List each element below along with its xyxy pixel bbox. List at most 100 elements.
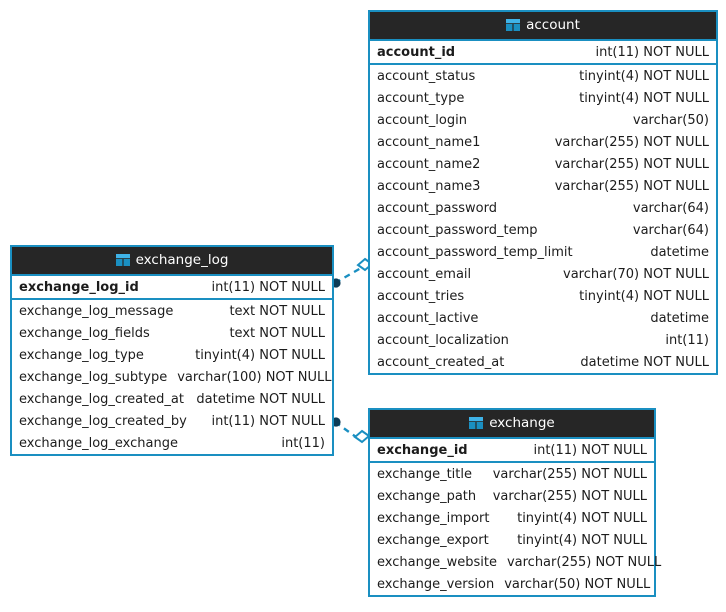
table-row: account_name3 varchar(255) NOT NULL [370, 175, 716, 197]
column-type: datetime NOT NULL [580, 354, 709, 370]
column-name: exchange_path [377, 488, 477, 504]
column-type: varchar(100) NOT NULL [177, 369, 332, 385]
table-icon [469, 417, 484, 429]
table-row: account_created_at datetime NOT NULL [370, 351, 716, 373]
table-row: account_type tinyint(4) NOT NULL [370, 87, 716, 109]
column-type: varchar(64) [632, 200, 709, 216]
column-name: account_email [377, 266, 472, 282]
column-name: exchange_version [377, 576, 495, 592]
table-row: exchange_log_subtype varchar(100) NOT NUL… [12, 366, 332, 388]
column-name: account_lactive [377, 310, 479, 326]
column-name: exchange_log_subtype [19, 369, 168, 385]
entity-table-exchange-log[interactable]: exchange_log exchange_log_id int(11) NOT… [10, 245, 334, 456]
table-row: account_password_temp_limit datetime [370, 241, 716, 263]
entity-title-exchange-log: exchange_log [135, 252, 229, 268]
table-row: account_name1 varchar(255) NOT NULL [370, 131, 716, 153]
column-type: varchar(255) NOT NULL [506, 554, 662, 570]
primary-key-row-exchange: exchange_id int(11) NOT NULL [370, 439, 654, 463]
column-name: exchange_log_message [19, 303, 174, 319]
column-name: account_localization [377, 332, 509, 348]
table-row: exchange_export tinyint(4) NOT NULL [370, 529, 654, 551]
entity-header-account: account [370, 12, 716, 41]
table-row: account_name2 varchar(255) NOT NULL [370, 153, 716, 175]
table-row: account_password_temp varchar(64) [370, 219, 716, 241]
column-type: varchar(64) [632, 222, 709, 238]
column-name: exchange_id [377, 442, 468, 458]
column-name: account_name3 [377, 178, 481, 194]
column-list-exchange: exchange_title varchar(255) NOT NULL exch… [370, 463, 661, 595]
table-row: exchange_log_created_by int(11) NOT NULL [12, 410, 332, 432]
column-name: exchange_title [377, 466, 472, 482]
column-type: int(11) NOT NULL [595, 44, 709, 60]
column-type: int(11) NOT NULL [211, 413, 325, 429]
relationship-exchange-log-account [331, 257, 374, 288]
column-name: account_status [377, 68, 476, 84]
column-type: tinyint(4) NOT NULL [195, 347, 325, 363]
column-type: varchar(255) NOT NULL [492, 488, 647, 504]
entity-header-exchange-log: exchange_log [12, 247, 332, 276]
column-type: datetime [650, 244, 709, 260]
column-type: int(11) NOT NULL [211, 279, 325, 295]
column-type: varchar(50) NOT NULL [504, 576, 651, 592]
table-row: exchange_website varchar(255) NOT NULL [370, 551, 661, 573]
column-name: account_tries [377, 288, 465, 304]
column-name: exchange_website [377, 554, 497, 570]
column-name: account_login [377, 112, 467, 128]
column-name: account_password_temp [377, 222, 538, 238]
column-name: account_name2 [377, 156, 481, 172]
column-name: exchange_import [377, 510, 490, 526]
column-name: exchange_log_exchange [19, 435, 178, 451]
column-type: varchar(255) NOT NULL [554, 156, 709, 172]
column-type: varchar(255) NOT NULL [492, 466, 647, 482]
entity-title-account: account [526, 17, 580, 33]
table-row: account_password varchar(64) [370, 197, 716, 219]
primary-key-row-account: account_id int(11) NOT NULL [370, 41, 716, 65]
column-name: account_created_at [377, 354, 505, 370]
column-type: int(11) NOT NULL [533, 442, 647, 458]
column-name: account_password_temp_limit [377, 244, 573, 260]
table-row: exchange_log_exchange int(11) [12, 432, 332, 454]
column-type: tinyint(4) NOT NULL [517, 510, 647, 526]
column-name: account_name1 [377, 134, 481, 150]
table-row: account_login varchar(50) [370, 109, 716, 131]
column-type: varchar(255) NOT NULL [554, 134, 709, 150]
column-type: int(11) [665, 332, 709, 348]
column-name: account_password [377, 200, 498, 216]
table-row: exchange_title varchar(255) NOT NULL [370, 463, 654, 485]
table-icon [506, 19, 521, 31]
column-name: exchange_log_created_by [19, 413, 187, 429]
column-type: text NOT NULL [229, 303, 325, 319]
primary-key-row-exchange-log: exchange_log_id int(11) NOT NULL [12, 276, 332, 300]
relationship-line [334, 266, 362, 285]
relationship-line [334, 421, 357, 438]
column-type: tinyint(4) NOT NULL [579, 288, 709, 304]
column-name: account_type [377, 90, 465, 106]
table-row: account_email varchar(70) NOT NULL [370, 263, 716, 285]
open-diamond-marker [353, 429, 371, 444]
column-type: varchar(70) NOT NULL [563, 266, 709, 282]
table-row: account_tries tinyint(4) NOT NULL [370, 285, 716, 307]
column-name: account_id [377, 44, 456, 60]
column-type: datetime NOT NULL [196, 391, 325, 407]
entity-title-exchange: exchange [489, 415, 555, 431]
column-type: varchar(50) [632, 112, 709, 128]
column-name: exchange_export [377, 532, 489, 548]
column-type: tinyint(4) NOT NULL [579, 90, 709, 106]
entity-header-exchange: exchange [370, 410, 654, 439]
column-type: varchar(255) NOT NULL [554, 178, 709, 194]
table-row: exchange_log_message text NOT NULL [12, 300, 332, 322]
column-type: int(11) [281, 435, 325, 451]
column-type: text NOT NULL [229, 325, 325, 341]
entity-table-exchange[interactable]: exchange exchange_id int(11) NOT NULL ex… [368, 408, 661, 597]
entity-table-account[interactable]: account account_id int(11) NOT NULL acco… [368, 10, 718, 375]
table-row: exchange_import tinyint(4) NOT NULL [370, 507, 654, 529]
table-row: exchange_version varchar(50) NOT NULL [370, 573, 654, 595]
column-type: tinyint(4) NOT NULL [517, 532, 647, 548]
table-icon [115, 254, 130, 266]
